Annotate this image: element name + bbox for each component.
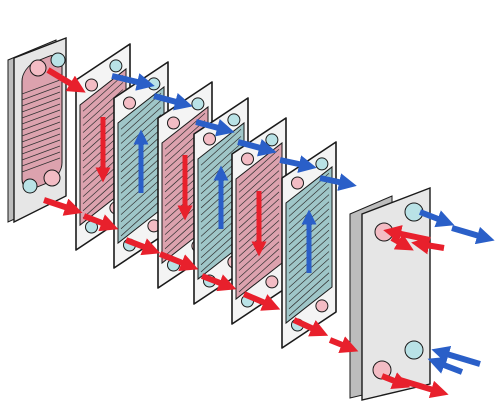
hot-flow-arrow [124,237,161,256]
plate-corrugation [200,143,242,180]
cold-flow-arrow [195,118,235,137]
plate-corrugation [238,156,280,193]
gasket-port [85,78,98,92]
plate-corrugation [200,136,242,173]
plate-corrugation [21,91,61,107]
cold-flow-arrow [237,138,277,157]
plate-corrugation [288,272,330,310]
gasket-port [203,132,216,146]
plate-stack [7,36,431,401]
plate-corrugation [238,255,280,293]
hot-flow-arrow [328,336,359,354]
gasket-port [315,157,329,171]
gasket-port [109,59,123,73]
plate-corrugation [21,79,61,95]
gasket-port [265,133,279,147]
gasket-port [291,176,304,190]
gasket-port [404,340,424,360]
cold-flow-arrow [319,173,357,191]
gasket-port [191,97,205,111]
plate-corrugation [120,107,162,144]
hot-flow-arrow [292,317,329,337]
plate-corrugation [288,265,330,302]
gasket-port [265,275,279,289]
plate-corrugation [164,113,206,150]
plate-corrugation [120,199,162,237]
plate-corrugation [21,97,61,113]
plate-corrugation [288,258,330,295]
hot-flow-arrow [158,251,199,272]
plate-corrugation [120,100,162,137]
gasket-port [147,77,161,91]
plate-corrugation [21,145,61,161]
plate-corrugation [21,85,61,101]
plate-corrugation [120,93,162,130]
plate-corrugation [21,115,61,131]
plate-corrugation [238,163,280,200]
plate-corrugation [82,75,124,112]
cold-flow-arrow [427,356,464,375]
cold-plate-6 [281,141,337,349]
plate-corrugation [82,82,124,119]
hot-flow-arrow [380,372,411,390]
hot-flow-arrow [82,213,119,232]
cold-flow-arrow [111,73,155,91]
gasket-port [22,178,38,194]
gasket-port [123,96,136,110]
cold-flow-arrow [153,92,193,111]
plate-corrugation [238,241,280,278]
gasket-port [43,169,61,187]
hot-flow-arrow [46,67,86,93]
gasket-port [50,52,66,68]
frame-plate-right [361,186,431,401]
plate-corrugation [21,103,61,119]
plate-corrugation [288,187,330,224]
cold-flow-arrow [279,155,317,173]
hot-flow-arrow [242,291,281,311]
cold-flow-arrow [418,209,455,228]
gasket-port [241,152,254,166]
cold-plate-2 [113,61,169,269]
hot-flow-arrow [200,273,237,292]
plate-corrugation [288,180,330,217]
gasket-port [374,222,394,242]
plate-corrugation [21,151,61,167]
gasket-port [29,59,47,77]
plate-corrugation [21,139,61,155]
plate-corrugation [21,109,61,125]
plate-corrugation [288,279,330,317]
plate-corrugation [120,178,162,215]
cold-flow-arrow [451,225,495,245]
flow-arrows [43,67,495,399]
plate-corrugation [21,157,61,173]
plate-corrugation [21,127,61,143]
plate-corrugation [164,120,206,157]
hot-flow-arrow [43,197,83,216]
gasket-port [167,116,180,130]
gasket-port [315,299,329,313]
plate-corrugation [21,121,61,137]
plate-corrugation [120,192,162,230]
plate-corrugation [21,133,61,149]
plate-corrugation [238,170,280,207]
gasket-port [227,113,241,127]
plate-corrugation [238,248,280,286]
hot-flow-arrow [411,236,445,255]
cold-flow-arrow [431,345,481,367]
plate-corrugation [120,185,162,222]
